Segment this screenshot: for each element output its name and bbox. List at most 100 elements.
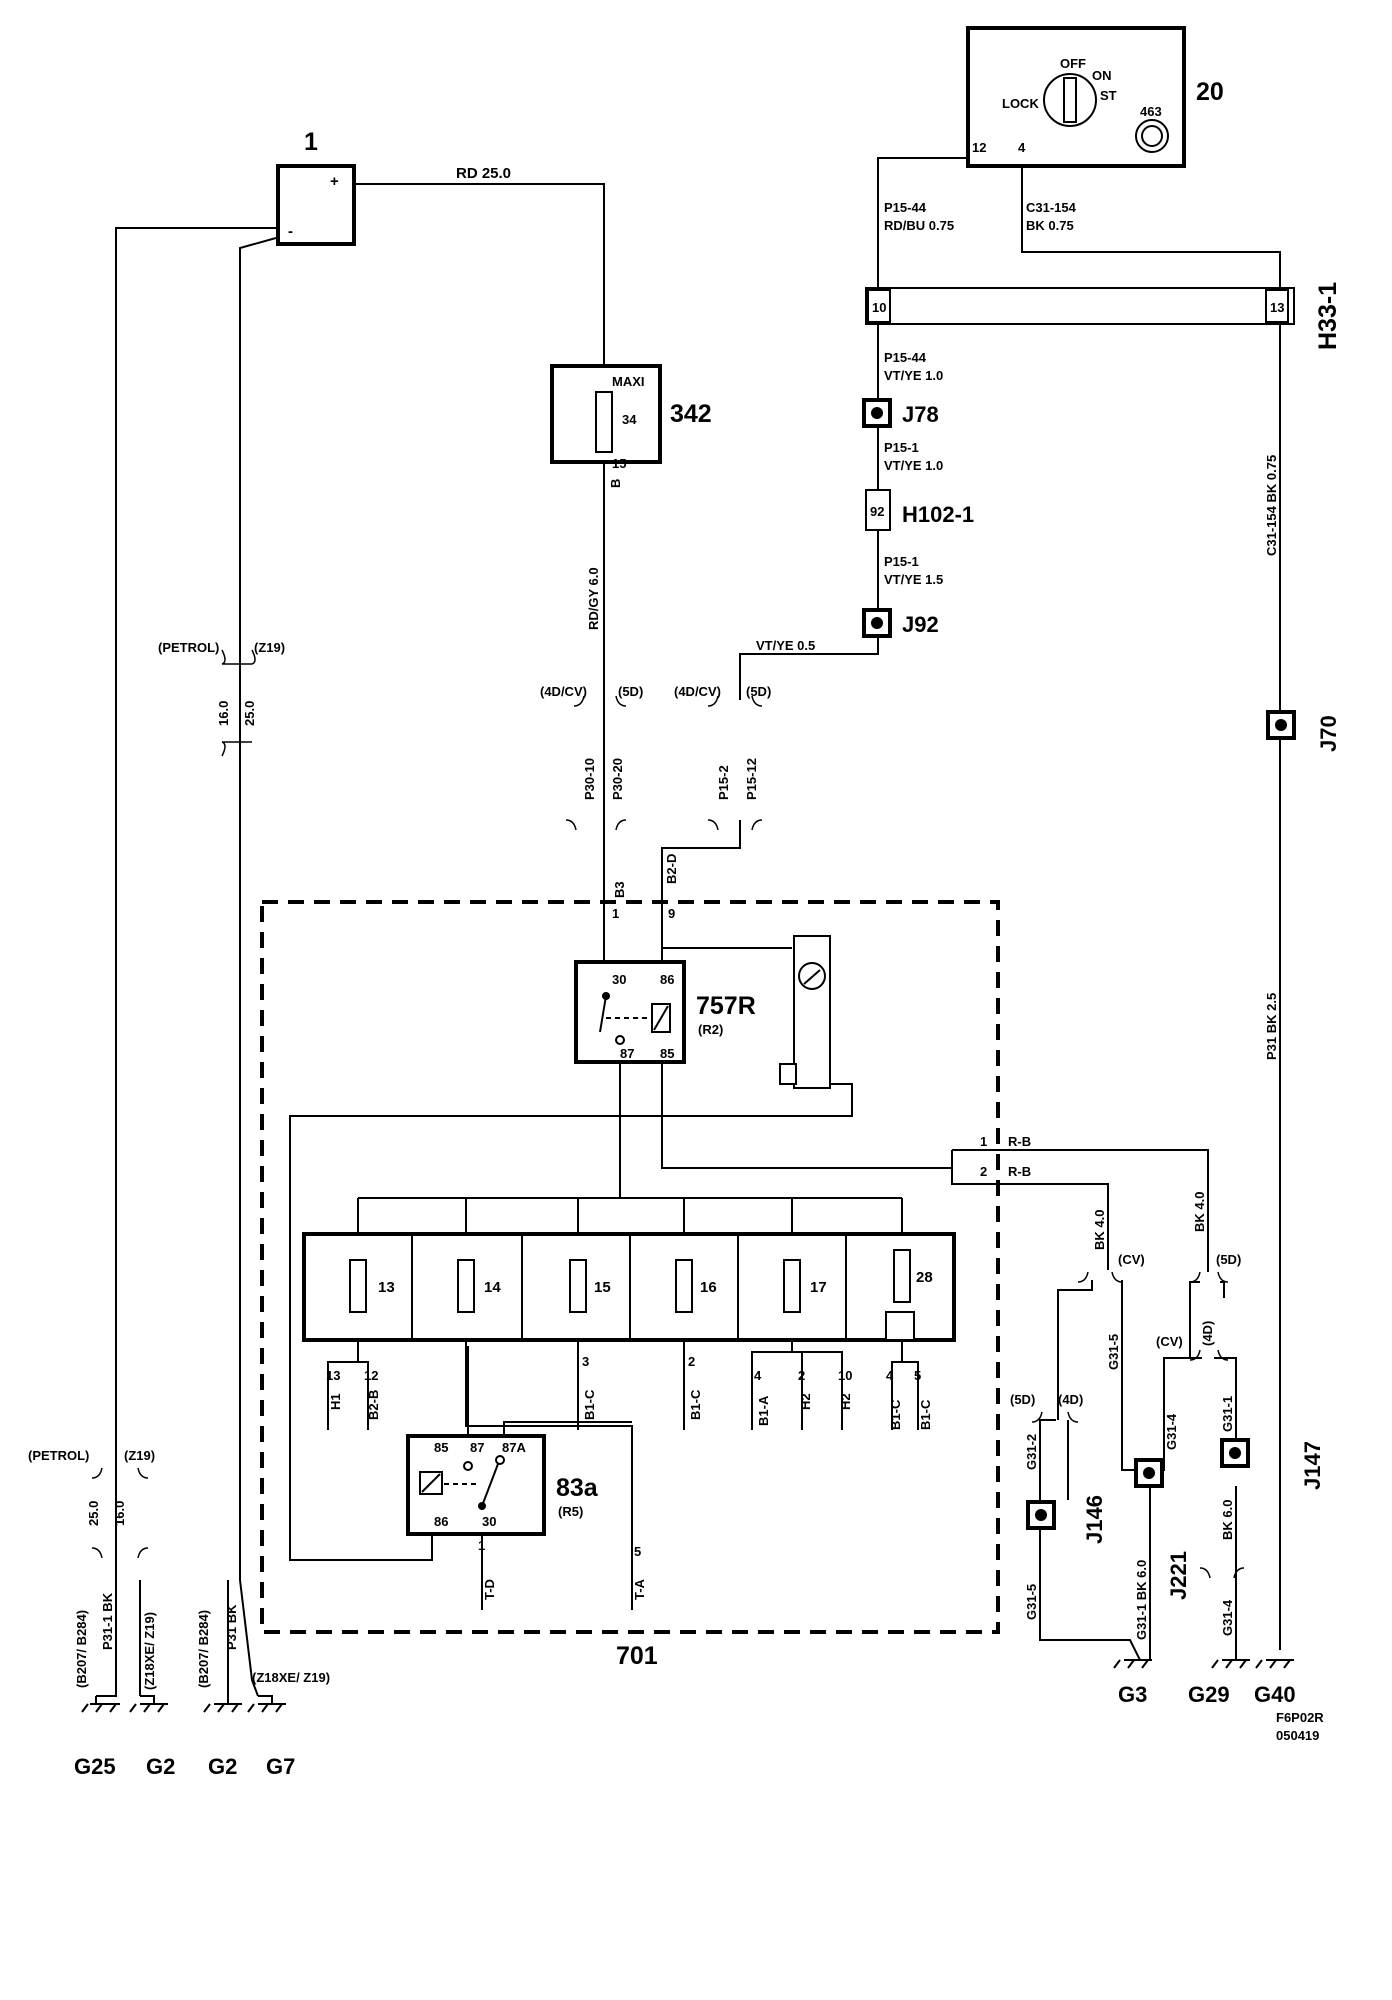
wire-vt-ye-05	[739, 636, 879, 700]
j221-label: J221	[1166, 1551, 1191, 1600]
svg-text:(4D): (4D)	[1200, 1321, 1215, 1346]
svg-text:P31 BK 2.5: P31 BK 2.5	[1264, 993, 1279, 1060]
fuse-28-label: 28	[916, 1269, 933, 1286]
svg-text:P15-1: P15-1	[884, 440, 919, 455]
svg-text:463: 463	[1140, 104, 1162, 119]
wire-rb-2b	[951, 1150, 1109, 1270]
h33-id: H33-1	[1314, 282, 1342, 350]
svg-text:B2-B: B2-B	[366, 1390, 381, 1420]
wire-out-14	[465, 1340, 633, 1610]
fuse-17-label: 17	[810, 1279, 827, 1296]
fuse-13-label: 13	[378, 1279, 395, 1296]
ignition-switch-id: 20	[1196, 78, 1224, 106]
svg-text:25.0: 25.0	[242, 701, 257, 726]
svg-text:3: 3	[582, 1354, 589, 1369]
svg-text:1: 1	[478, 1538, 485, 1553]
connector-h33: 10 13 H33-1	[865, 282, 1342, 350]
svg-text:2: 2	[980, 1164, 987, 1179]
junctions: J78 92 H102-1 J92 J70 J146 J221 J147	[862, 398, 1341, 1600]
svg-text:(CV): (CV)	[1156, 1334, 1183, 1349]
g2a-label: G2	[146, 1754, 175, 1779]
svg-text:G31-1: G31-1	[1220, 1396, 1235, 1432]
svg-text:34: 34	[622, 412, 637, 427]
svg-text:P31 BK: P31 BK	[224, 1604, 239, 1650]
svg-text:C31-154 BK 0.75: C31-154 BK 0.75	[1264, 455, 1279, 556]
fuse-14-label: 14	[484, 1279, 501, 1296]
svg-text:4: 4	[1018, 140, 1026, 155]
svg-text:85: 85	[660, 1046, 674, 1061]
g7-label: G7	[266, 1754, 295, 1779]
svg-text:(5D): (5D)	[1010, 1392, 1035, 1407]
svg-text:(PETROL): (PETROL)	[28, 1448, 89, 1463]
wire-c31-154-a	[1021, 158, 1281, 290]
diagram-code: F6P02R	[1276, 1710, 1324, 1725]
svg-text:86: 86	[434, 1514, 448, 1529]
svg-text:R-B: R-B	[1008, 1164, 1031, 1179]
fuse-15-label: 15	[594, 1279, 611, 1296]
ground-g29	[1211, 1659, 1250, 1669]
svg-text:P31-1 BK: P31-1 BK	[100, 1592, 115, 1650]
svg-text:30: 30	[482, 1514, 496, 1529]
svg-text:(Z18XE/ Z19): (Z18XE/ Z19)	[252, 1670, 330, 1685]
relay-83a-id: 83a	[556, 1474, 599, 1502]
svg-text:BK 4.0: BK 4.0	[1092, 1210, 1107, 1250]
wire-5d-branch	[1220, 1281, 1225, 1298]
svg-text:RD/BU 0.75: RD/BU 0.75	[884, 218, 954, 233]
ground-symbols	[81, 1659, 1294, 1713]
svg-text:1: 1	[612, 906, 619, 921]
svg-text:13: 13	[1270, 300, 1284, 315]
svg-text:ST: ST	[1100, 88, 1117, 103]
svg-text:P30-10: P30-10	[582, 758, 597, 800]
ground-g2b	[203, 1696, 242, 1713]
svg-text:BK 4.0: BK 4.0	[1192, 1192, 1207, 1232]
svg-text:B2-D: B2-D	[664, 854, 679, 884]
svg-text:16.0: 16.0	[216, 701, 231, 726]
svg-text:B1-C: B1-C	[918, 1399, 933, 1430]
wire-rb-1	[952, 1149, 1209, 1272]
svg-text:15: 15	[612, 456, 626, 471]
svg-text:G31-5: G31-5	[1106, 1334, 1121, 1370]
svg-text:4: 4	[886, 1368, 894, 1383]
svg-text:(5D): (5D)	[618, 684, 643, 699]
g40-label: G40	[1254, 1682, 1296, 1707]
svg-text:(4D/CV): (4D/CV)	[674, 684, 721, 699]
j78-label: J78	[902, 402, 939, 427]
svg-text:(4D): (4D)	[1058, 1392, 1083, 1407]
svg-text:G31-4: G31-4	[1220, 1599, 1235, 1636]
break-brackets	[91, 649, 1245, 1579]
variant-labels: (PETROL) (Z19) (PETROL) (Z19) (4D/CV) (5…	[28, 640, 1241, 1463]
svg-text:5: 5	[634, 1544, 641, 1559]
svg-text:85: 85	[434, 1440, 448, 1455]
module-701-boundary	[260, 900, 1000, 1634]
fuse-output-labels: 13 12 H1 B2-B 3 B1-C 2 B1-C 4 2 10 B1-A …	[326, 1354, 933, 1600]
svg-text:RD 25.0: RD 25.0	[456, 165, 511, 182]
wire-g31-2	[1039, 1419, 1056, 1500]
wire-out-28	[891, 1340, 903, 1430]
svg-text:VT/YE 0.5: VT/YE 0.5	[756, 638, 815, 653]
svg-text:G31-1 BK 6.0: G31-1 BK 6.0	[1134, 1560, 1149, 1640]
svg-text:(CV): (CV)	[1118, 1252, 1145, 1267]
svg-text:G31-4: G31-4	[1164, 1413, 1179, 1450]
svg-text:G31-5: G31-5	[1024, 1584, 1039, 1620]
svg-text:RD/GY 6.0: RD/GY 6.0	[586, 567, 601, 630]
svg-text:ON: ON	[1092, 68, 1112, 83]
control-module	[779, 935, 831, 1089]
svg-text:T-D: T-D	[482, 1579, 497, 1600]
j92-label: J92	[902, 612, 939, 637]
module-701-id: 701	[616, 1642, 658, 1670]
svg-text:VT/YE 1.0: VT/YE 1.0	[884, 368, 943, 383]
svg-text:BK 6.0: BK 6.0	[1220, 1500, 1235, 1540]
wire-out-13	[327, 1340, 359, 1430]
svg-text:VT/YE 1.0: VT/YE 1.0	[884, 458, 943, 473]
svg-text:P15-44: P15-44	[884, 200, 927, 215]
svg-text:LOCK: LOCK	[1002, 96, 1039, 111]
svg-text:87: 87	[620, 1046, 634, 1061]
svg-text:25.0: 25.0	[86, 1501, 101, 1526]
svg-text:VT/YE 1.5: VT/YE 1.5	[884, 572, 943, 587]
svg-text:(PETROL): (PETROL)	[158, 640, 219, 655]
svg-text:10: 10	[872, 300, 886, 315]
svg-text:B1-C: B1-C	[582, 1389, 597, 1420]
svg-text:2: 2	[688, 1354, 695, 1369]
battery-minus-label: -	[288, 223, 293, 240]
svg-text:P15-12: P15-12	[744, 758, 759, 800]
